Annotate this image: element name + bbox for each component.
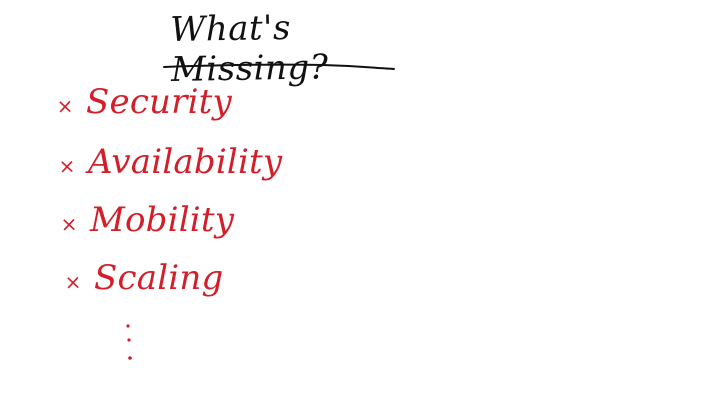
x-mark-icon: ×	[56, 93, 74, 119]
x-mark-icon: ×	[58, 153, 76, 179]
list-item-label: Security	[86, 82, 232, 122]
missing-features-list: × Security × Availability × Mobility × S…	[48, 82, 288, 360]
title-underline	[163, 63, 395, 70]
page-title: What's Missing?	[170, 7, 329, 90]
list-item-label: Availability	[88, 142, 283, 182]
x-mark-icon: ×	[64, 269, 82, 295]
list-item-security: × Security	[56, 82, 232, 122]
list-item-mobility: × Mobility	[60, 200, 234, 240]
list-item-scaling: × Scaling	[64, 258, 223, 298]
vertical-ellipsis-icon	[126, 324, 132, 360]
x-mark-icon: ×	[60, 211, 78, 237]
list-item-label: Scaling	[94, 258, 224, 298]
list-item-label: Mobility	[90, 200, 235, 240]
list-item-availability: × Availability	[58, 142, 282, 182]
